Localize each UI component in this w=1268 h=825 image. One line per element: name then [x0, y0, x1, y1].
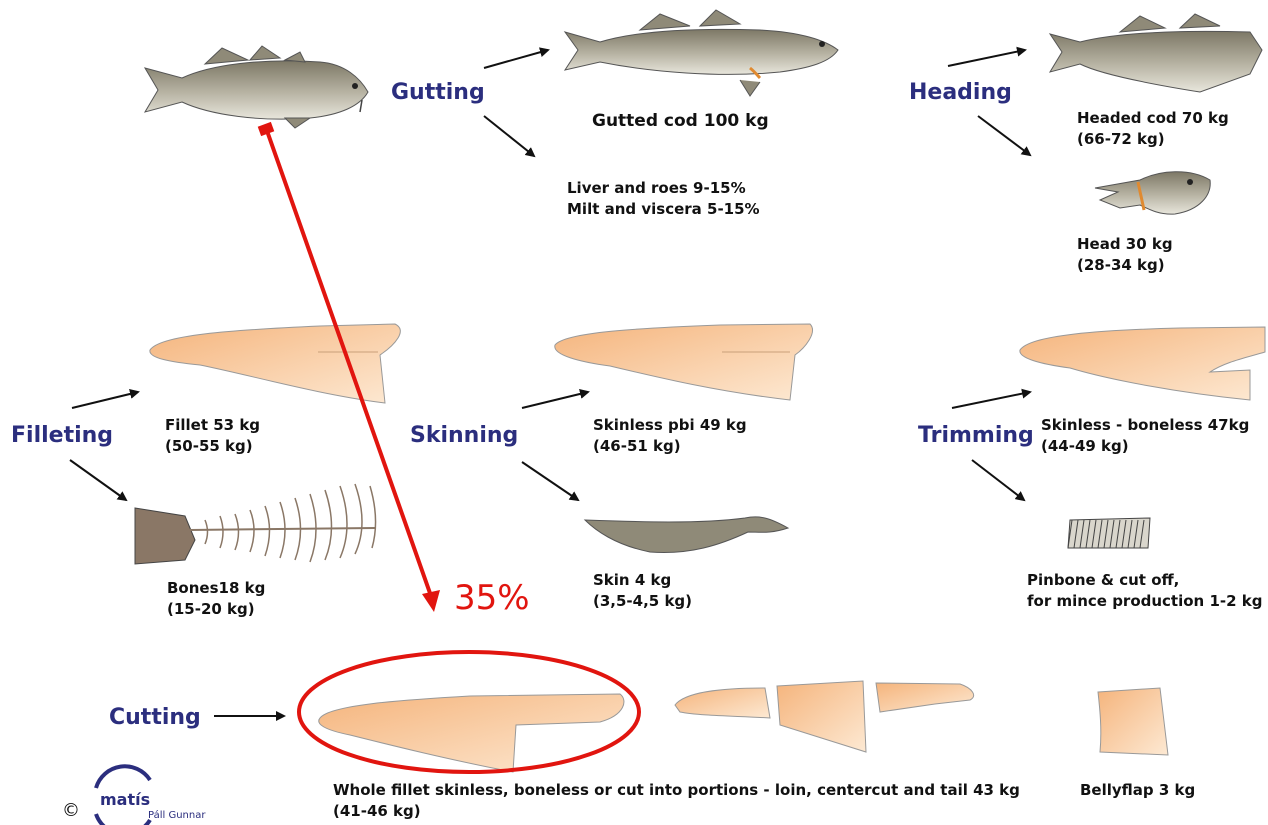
skinless-fillet-icon	[555, 324, 813, 400]
bones-icon	[135, 484, 376, 564]
label-bones: Bones18 kg (15-20 kg)	[167, 578, 265, 620]
step-filleting: Filleting	[11, 423, 113, 448]
matis-logo-text: matís	[100, 790, 150, 809]
step-cutting: Cutting	[109, 705, 201, 730]
headed-cod-icon	[1050, 14, 1262, 92]
label-skinless: Skinless pbi 49 kg (46-51 kg)	[593, 415, 747, 457]
loin-portion-icon	[876, 683, 974, 712]
fillet-icon	[150, 324, 400, 403]
label-whole-fillet: Whole fillet skinless, boneless or cut i…	[333, 780, 1020, 822]
step-skinning: Skinning	[410, 423, 518, 448]
label-skinless-boneless: Skinless - boneless 47kg (44-49 kg)	[1041, 415, 1249, 457]
boneless-fillet-icon	[1020, 327, 1265, 400]
label-byproducts: Liver and roes 9-15% Milt and viscera 5-…	[567, 178, 760, 220]
label-headed-cod: Headed cod 70 kg (66-72 kg)	[1077, 108, 1229, 150]
step-gutting: Gutting	[391, 80, 485, 105]
label-milt-viscera: Milt and viscera 5-15%	[567, 199, 760, 220]
skin-icon	[585, 517, 788, 553]
centercut-portion-icon	[777, 681, 866, 752]
step-trimming: Trimming	[918, 423, 1034, 448]
whole-cod-icon	[145, 46, 368, 128]
tail-portion-icon	[675, 688, 770, 718]
bellyflap-icon	[1098, 688, 1168, 755]
label-bellyflap: Bellyflap 3 kg	[1080, 780, 1195, 801]
label-skin: Skin 4 kg (3,5-4,5 kg)	[593, 570, 692, 612]
pinbone-icon	[1068, 518, 1150, 548]
label-liver-roes: Liver and roes 9-15%	[567, 178, 760, 199]
gutted-cod-icon	[565, 10, 838, 96]
step-heading: Heading	[909, 80, 1012, 105]
copyright-symbol: ©	[62, 800, 80, 821]
yield-percent: 35%	[454, 578, 530, 618]
author-credit: Páll Gunnar	[148, 810, 205, 821]
cod-head-icon	[1095, 172, 1210, 214]
label-gutted-cod: Gutted cod 100 kg	[592, 111, 769, 132]
label-pinbone: Pinbone & cut off, for mince production …	[1027, 570, 1263, 612]
label-fillet: Fillet 53 kg (50-55 kg)	[165, 415, 260, 457]
label-head: Head 30 kg (28-34 kg)	[1077, 234, 1173, 276]
